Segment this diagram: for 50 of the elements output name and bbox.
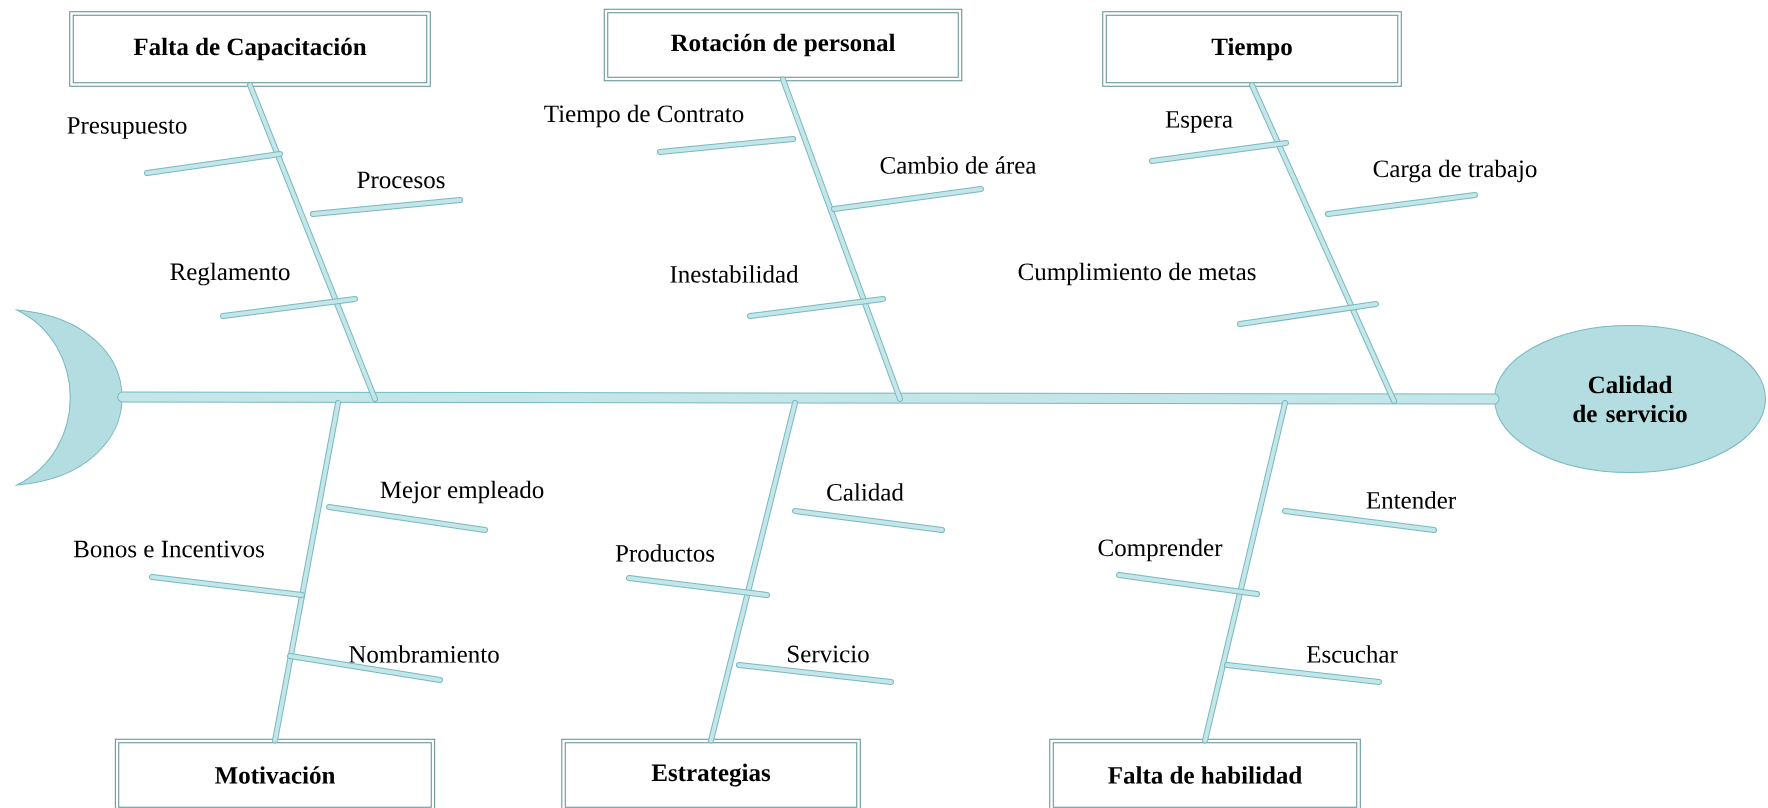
category-box: Tiempo	[1102, 11, 1402, 87]
cause-bone	[1325, 192, 1478, 217]
cause-label: Entender	[1366, 491, 1456, 509]
cause-bone	[326, 504, 488, 533]
cause-bone	[626, 575, 770, 598]
cause-label: Comprender	[1098, 538, 1223, 562]
spine-bone	[117, 391, 1500, 405]
cause-label: Reglamento	[170, 262, 290, 286]
category-bone	[780, 76, 903, 402]
cause-label: Espera	[1165, 111, 1233, 133]
cause-label: Inestabilidad	[670, 265, 799, 283]
category-bone	[247, 82, 378, 402]
cause-label: Productos	[615, 544, 715, 562]
cause-bone	[149, 574, 305, 598]
cause-bone	[792, 508, 945, 533]
cause-bone	[144, 151, 283, 176]
cause-bone	[1224, 662, 1382, 685]
cause-bone	[1237, 301, 1379, 327]
category-box: Estrategias	[561, 738, 861, 808]
fish-tail	[16, 309, 123, 486]
cause-bone	[310, 197, 463, 217]
category-bone	[708, 400, 798, 744]
cause-bone	[1282, 508, 1437, 533]
cause-bone	[657, 136, 796, 155]
cause-bone	[747, 296, 886, 319]
cause-label: Cumplimiento de metas	[1018, 262, 1256, 286]
cause-bone	[220, 296, 358, 319]
cause-label: Presupuesto	[67, 117, 187, 139]
cause-label: Procesos	[357, 171, 445, 189]
cause-label: Cambio de área	[880, 156, 1037, 174]
cause-bone	[287, 653, 443, 683]
cause-bone	[1116, 572, 1260, 597]
cause-label: Servicio	[788, 645, 869, 663]
cause-label: Escuchar	[1306, 645, 1398, 663]
cause-bone	[736, 662, 894, 685]
cause-bone	[1149, 140, 1289, 164]
category-bone	[1249, 82, 1397, 404]
cause-bone	[831, 186, 984, 212]
category-box: Motivación	[114, 738, 436, 808]
category-box: Falta de habilidad	[1049, 738, 1361, 808]
category-bone	[1202, 400, 1288, 744]
cause-label: Tiempo de Contrato	[544, 104, 744, 128]
category-box: Falta de Capacitación	[69, 11, 431, 87]
cause-label: Bonos e Incentivos	[73, 540, 264, 558]
category-bone	[272, 400, 341, 744]
category-box: Rotación de personal	[603, 8, 963, 82]
cause-label: Carga de trabajo	[1373, 159, 1537, 183]
cause-label: Nombramiento	[349, 645, 499, 663]
cause-label: Calidad	[827, 483, 904, 501]
cause-label: Mejor empleado	[380, 480, 544, 504]
